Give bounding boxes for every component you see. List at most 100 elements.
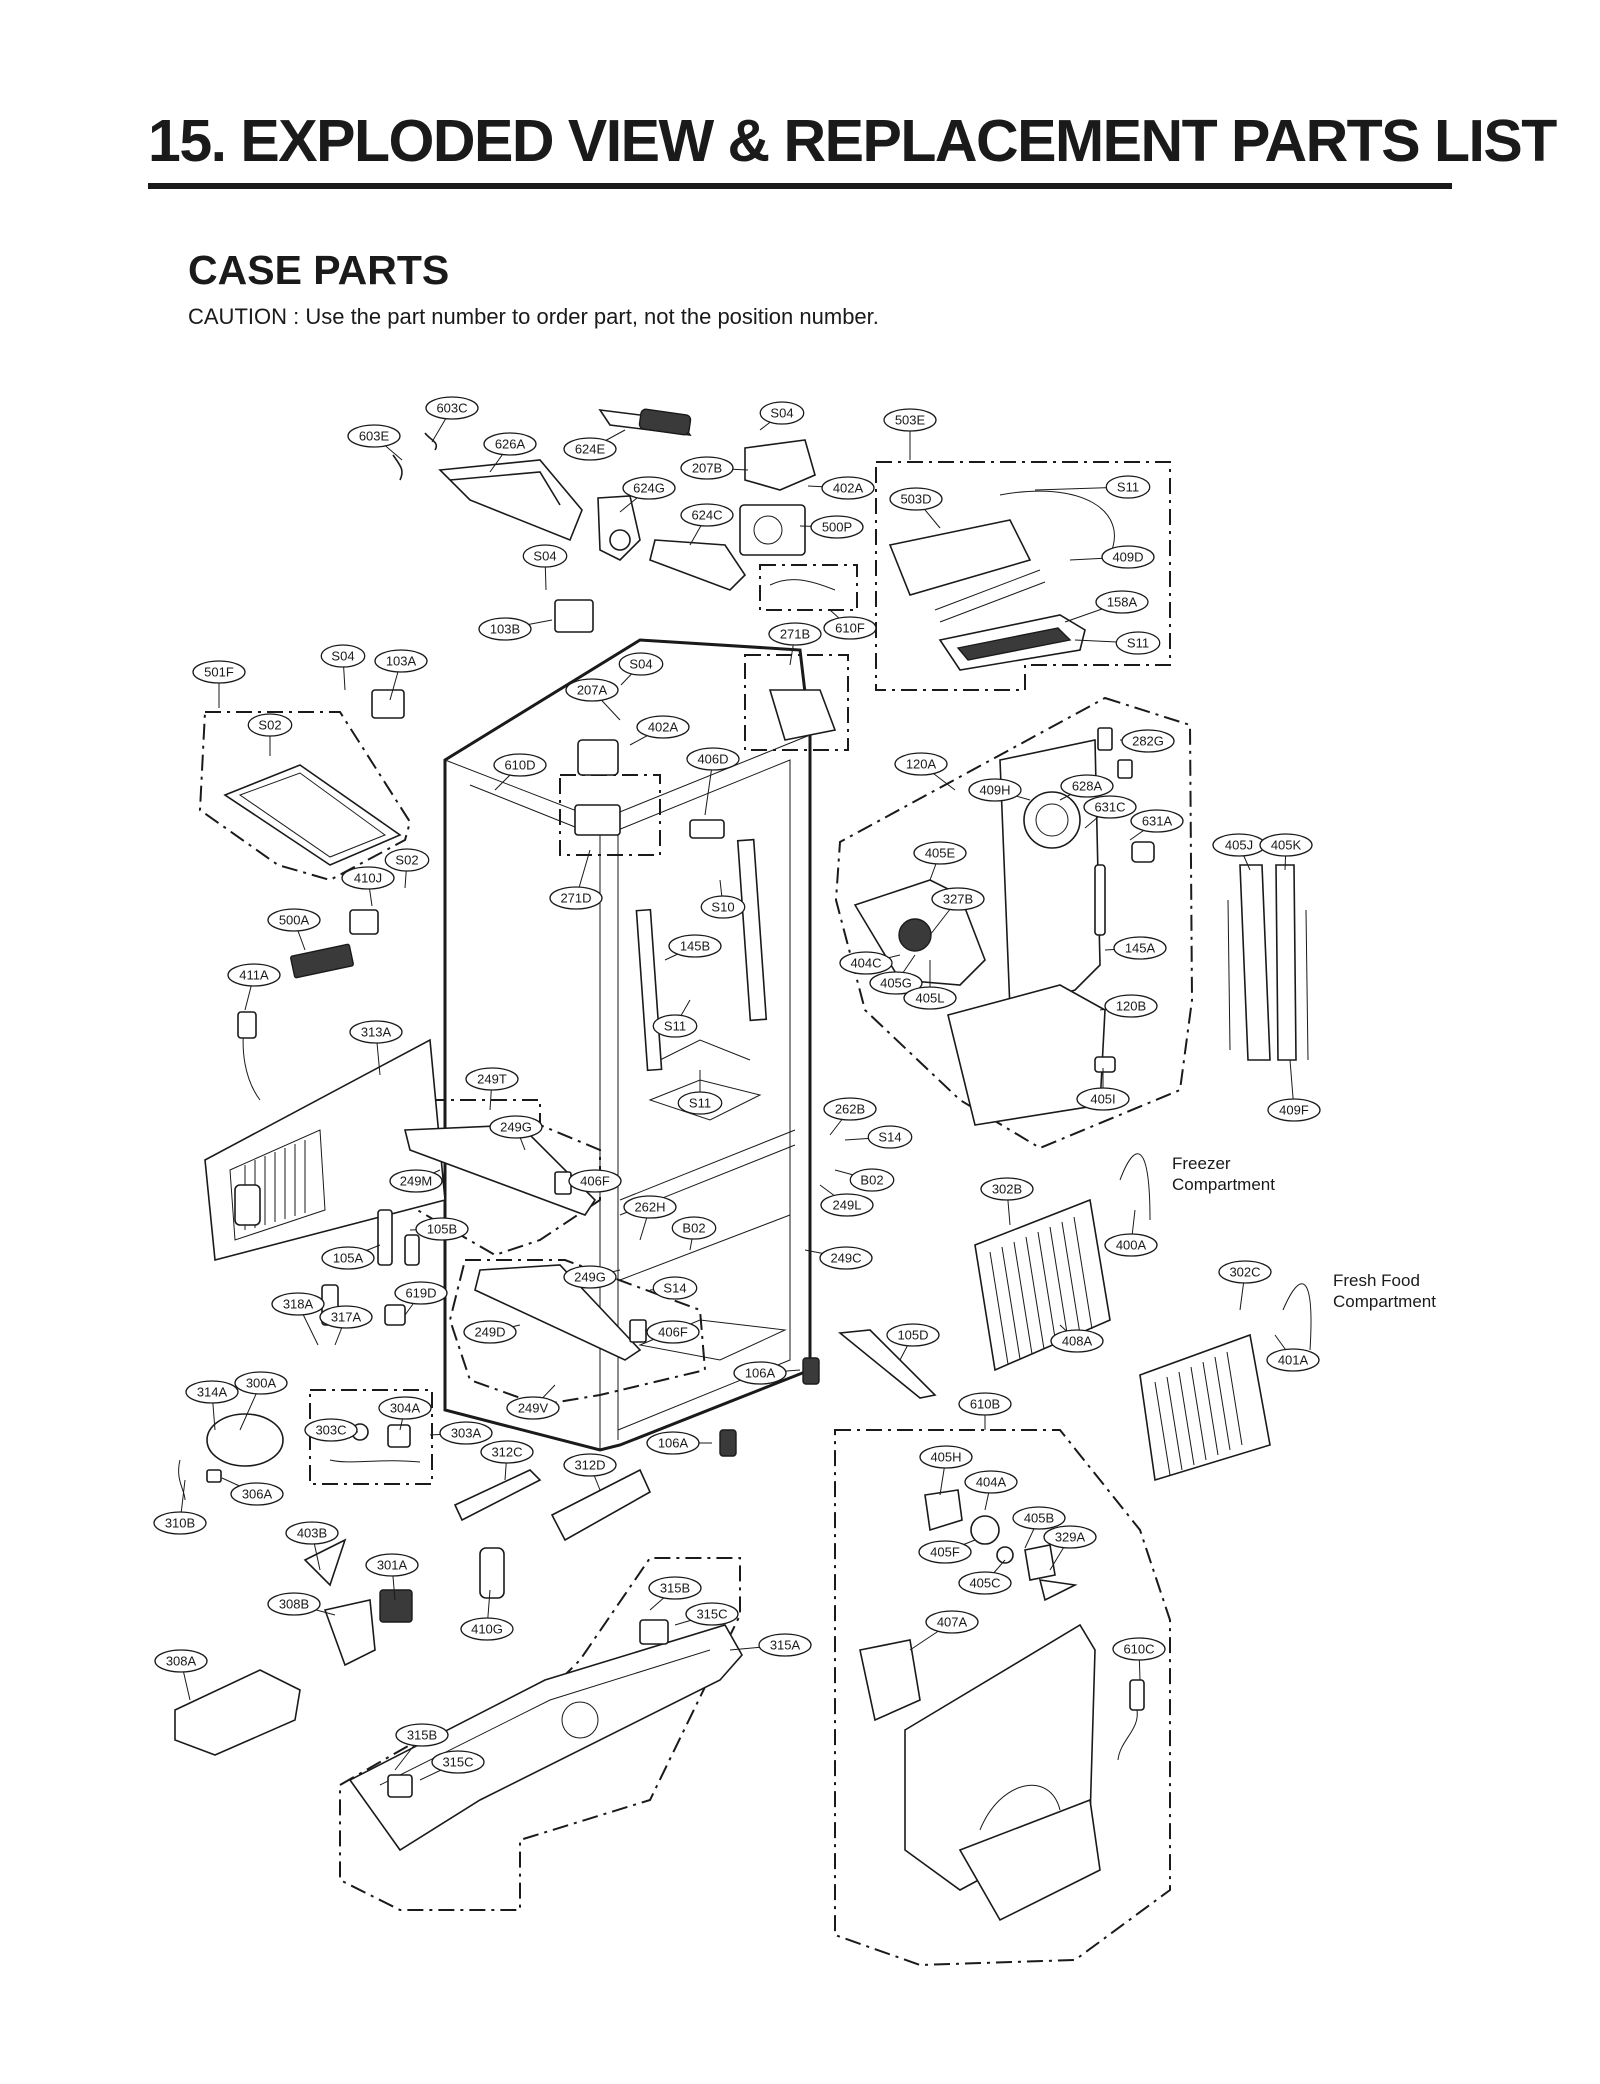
callout-text: 158A: [1107, 595, 1138, 610]
outline-dispenser-cable: [759, 564, 858, 611]
callout-bubble: [686, 747, 740, 771]
callout-bubble: [425, 396, 479, 420]
callout-405c: 405C: [958, 1571, 1012, 1595]
callout-bubble: [185, 1380, 239, 1404]
callout-207a: 207A: [565, 678, 619, 702]
callout-bubble: [823, 616, 877, 640]
callout-text: 249D: [474, 1325, 505, 1340]
callout-bubble: [618, 652, 664, 676]
callout-404c: 404C: [839, 951, 893, 975]
callout-bubble: [384, 848, 430, 872]
callout-bubble: [889, 487, 943, 511]
callout-bubble: [321, 1246, 375, 1270]
freezer-evaporator: [974, 1153, 1151, 1372]
callout-text: 312D: [574, 1458, 605, 1473]
callout-106a: 106A: [646, 1431, 700, 1455]
callout-text: 249G: [500, 1120, 532, 1135]
callout-bubble: [1095, 590, 1149, 614]
callout-bubble: [320, 644, 366, 668]
callout-402a: 402A: [821, 476, 875, 500]
callout-bubble: [758, 1633, 812, 1657]
freezer-compartment-label: Freezer Compartment: [1172, 1153, 1275, 1195]
page-title: 15. EXPLODED VIEW & REPLACEMENT PARTS LI…: [148, 108, 1557, 174]
callout-bubble: [671, 1216, 717, 1240]
callout-s04: S04: [759, 401, 805, 425]
callout-text: 403B: [297, 1526, 327, 1541]
callout-text: 501F: [204, 665, 234, 680]
callout-s02: S02: [247, 713, 293, 737]
callout-bubble: [1101, 545, 1155, 569]
callout-bubble: [394, 1281, 448, 1305]
callout-105b: 105B: [415, 1217, 469, 1241]
callout-249c: 249C: [819, 1246, 873, 1270]
callout-610c: 610C: [1112, 1637, 1166, 1661]
callout-bubble: [1104, 994, 1158, 1018]
callout-410j: 410J: [341, 866, 395, 890]
callout-text: S10: [711, 900, 734, 915]
callout-s04: S04: [522, 544, 568, 568]
back-panel: [204, 1038, 446, 1262]
side-filters: [1227, 864, 1309, 1061]
callout-308b: 308B: [267, 1592, 321, 1616]
callout-bubble: [1121, 729, 1175, 753]
callout-text: S11: [664, 1019, 686, 1034]
callout-text: 405C: [969, 1576, 1000, 1591]
callout-624g: 624G: [622, 476, 676, 500]
callout-text: 315B: [407, 1728, 437, 1743]
callout-603c: 603C: [425, 396, 479, 420]
callout-text: 249V: [518, 1401, 549, 1416]
outline-hinge-bracket: [559, 774, 661, 856]
callout-503d: 503D: [889, 487, 943, 511]
callout-text: 249G: [574, 1270, 606, 1285]
callout-text: 145B: [680, 939, 710, 954]
callout-bubble: [1105, 475, 1151, 499]
callout-text: 329A: [1055, 1530, 1086, 1545]
callout-408a: 408A: [1050, 1329, 1104, 1353]
callout-bubble: [1043, 1525, 1097, 1549]
callout-bubble: [1104, 1233, 1158, 1257]
callout-315c: 315C: [431, 1750, 485, 1774]
callout-text: 282G: [1132, 734, 1164, 749]
callout-bubble: [646, 1320, 700, 1344]
callout-bubble: [319, 1305, 373, 1329]
callout-text: 315C: [442, 1755, 473, 1770]
lower-front-parts: [321, 1284, 937, 1599]
callout-106a: 106A: [733, 1361, 787, 1385]
callout-bubble: [980, 1177, 1034, 1201]
callout-103a: 103A: [374, 649, 428, 673]
callout-bubble: [964, 1470, 1018, 1494]
callout-text: 406D: [697, 752, 728, 767]
section-title: CASE PARTS: [188, 247, 450, 293]
callout-405g: 405G: [869, 971, 923, 995]
callout-bubble: [759, 401, 805, 425]
callout-bubble: [849, 1168, 895, 1192]
callout-120a: 120A: [894, 752, 948, 776]
callout-bubble: [1115, 631, 1161, 655]
callout-610b: 610B: [958, 1392, 1012, 1416]
callout-120b: 120B: [1104, 994, 1158, 1018]
callout-text: 310B: [165, 1516, 195, 1531]
callout-text: 249C: [830, 1251, 861, 1266]
callout-text: 401A: [1278, 1353, 1309, 1368]
callout-text: 405B: [1024, 1511, 1054, 1526]
callout-158a: 158A: [1095, 590, 1149, 614]
callout-405k: 405K: [1259, 833, 1313, 857]
callout-400a: 400A: [1104, 1233, 1158, 1257]
callout-bubble: [374, 649, 428, 673]
callout-bubble: [506, 1396, 560, 1420]
callout-500p: 500P: [810, 515, 864, 539]
callout-text: 207B: [692, 461, 722, 476]
callout-bubble: [522, 544, 568, 568]
lamp-cover-assembly: [888, 490, 1115, 671]
callout-text: 406F: [658, 1325, 688, 1340]
callout-text: 628A: [1072, 779, 1103, 794]
callout-text: 271B: [780, 627, 810, 642]
callout-text: 406F: [580, 1174, 610, 1189]
outline-fan-housing: [834, 696, 1194, 1150]
compressor-group: [174, 1413, 421, 1756]
callout-409h: 409H: [968, 778, 1022, 802]
callout-318a: 318A: [271, 1292, 325, 1316]
callout-text: 315B: [660, 1581, 690, 1596]
outline-shelf-group: [198, 711, 412, 882]
